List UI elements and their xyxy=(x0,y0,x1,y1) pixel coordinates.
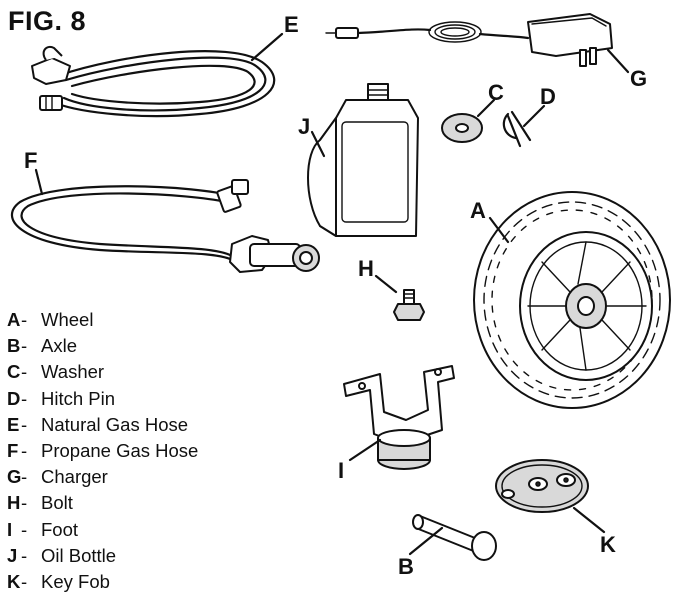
callout-f: F xyxy=(24,148,37,173)
part-name: Propane Gas Hose xyxy=(41,439,199,461)
part-letter: I xyxy=(7,518,13,540)
callout-i: I xyxy=(338,458,344,483)
part-name: Natural Gas Hose xyxy=(41,413,189,435)
part-name: Charger xyxy=(41,466,108,488)
part-name: Foot xyxy=(41,518,79,540)
oil-bottle-drawing xyxy=(307,83,419,237)
hitch-pin-drawing xyxy=(502,104,546,148)
parts-list-item: F-Propane Gas Hose xyxy=(7,438,198,464)
part-name: Hitch Pin xyxy=(41,387,116,409)
part-name: Wheel xyxy=(41,309,94,330)
part-letter: B xyxy=(7,335,21,357)
part-letter: C xyxy=(7,361,21,383)
foot-drawing xyxy=(343,365,455,470)
part-letter: F xyxy=(7,439,19,461)
parts-list-item: I-Foot xyxy=(7,517,198,543)
callout-b: B xyxy=(398,554,414,579)
part-dash: - xyxy=(21,387,28,409)
part-dash: - xyxy=(21,518,28,540)
parts-list-item: J-Oil Bottle xyxy=(7,543,198,569)
part-letter: G xyxy=(7,466,22,488)
part-dash: - xyxy=(21,439,28,461)
part-letter: K xyxy=(7,570,21,592)
parts-list-item: K-Key Fob xyxy=(7,569,198,595)
parts-list-item: D-Hitch Pin xyxy=(7,386,198,412)
parts-list-item: C-Washer xyxy=(7,359,198,385)
part-letter: D xyxy=(7,387,21,409)
key-fob-drawing xyxy=(495,459,606,534)
part-dash: - xyxy=(21,361,28,383)
part-dash: - xyxy=(21,413,28,435)
callout-e: E xyxy=(284,12,299,37)
wheel-drawing xyxy=(473,191,671,409)
bolt-drawing xyxy=(374,274,425,321)
parts-list-item: A-Wheel xyxy=(7,307,198,333)
parts-list: A-Wheel B-Axle C-Washer D-Hitch Pin E-Na… xyxy=(7,307,198,595)
part-dash: - xyxy=(21,570,28,592)
callout-a: A xyxy=(470,198,486,223)
callout-c: C xyxy=(488,80,504,105)
part-name: Axle xyxy=(41,335,77,357)
part-name: Washer xyxy=(41,361,105,383)
part-name: Bolt xyxy=(41,492,73,514)
natural-gas-hose-drawing xyxy=(31,32,284,118)
part-letter: A xyxy=(7,309,21,330)
parts-list-item: H-Bolt xyxy=(7,490,198,516)
parts-list-item: B-Axle xyxy=(7,333,198,359)
washer-drawing xyxy=(441,98,496,143)
part-letter: J xyxy=(7,544,18,566)
part-dash: - xyxy=(21,492,28,514)
part-dash: - xyxy=(21,466,28,488)
part-letter: E xyxy=(7,413,20,435)
callout-k: K xyxy=(600,532,616,557)
part-dash: - xyxy=(21,335,28,357)
part-dash: - xyxy=(21,544,28,566)
callout-h: H xyxy=(358,256,374,281)
part-name: Oil Bottle xyxy=(41,544,117,566)
charger-drawing xyxy=(325,13,630,74)
callout-j: J xyxy=(298,114,310,139)
part-name: Key Fob xyxy=(41,570,110,592)
parts-list-item: E-Natural Gas Hose xyxy=(7,412,198,438)
callout-d: D xyxy=(540,84,556,109)
propane-gas-hose-drawing xyxy=(10,168,320,273)
callout-g: G xyxy=(630,66,647,91)
figure-title: FIG. 8 xyxy=(8,6,87,36)
part-dash: - xyxy=(21,309,28,330)
part-letter: H xyxy=(7,492,21,514)
parts-list-item: G-Charger xyxy=(7,464,198,490)
axle-drawing xyxy=(408,514,497,561)
